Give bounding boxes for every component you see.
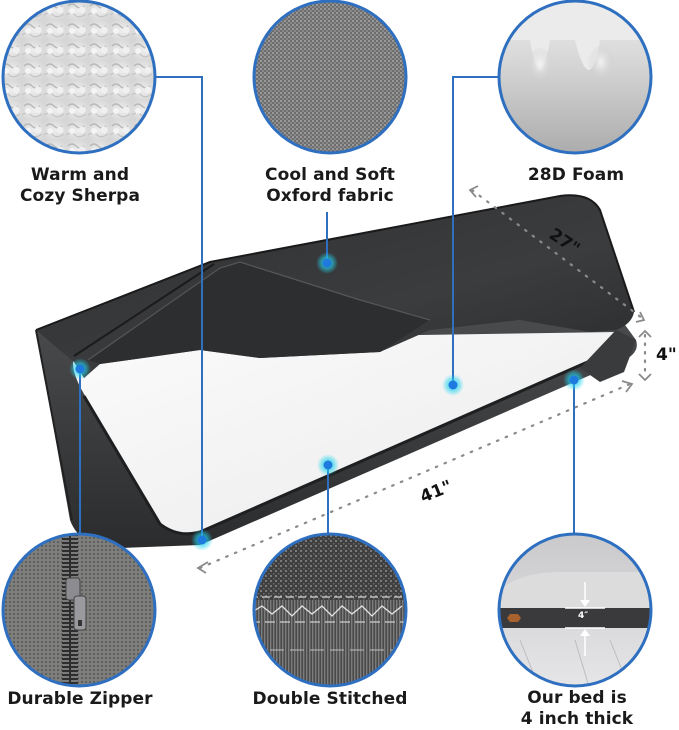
- stitched-detail-circle: [252, 532, 408, 688]
- callout-dot-sherpa: [191, 529, 213, 551]
- zipper-detail-circle: [1, 532, 157, 688]
- callout-dots: [69, 252, 585, 551]
- stitched-label-line1: Double Stitched: [252, 689, 408, 709]
- thickness-inset-label: 4″: [578, 611, 589, 621]
- thickness-label-line2: 4 inch thick: [520, 709, 634, 729]
- foam-detail-circle: [497, 0, 653, 155]
- callout-dot-foam: [442, 374, 464, 396]
- sherpa-label-line2: Cozy Sherpa: [19, 186, 141, 206]
- thickness-detail-circle: [497, 532, 653, 688]
- sherpa-label-line1: Warm and: [30, 165, 130, 185]
- sherpa-detail-circle: [1, 0, 157, 155]
- oxford-label-line2: Oxford fabric: [266, 186, 394, 206]
- callout-dot-zipper: [69, 358, 91, 380]
- callout-dot-thickness: [563, 369, 585, 391]
- callout-dot-oxford: [316, 252, 338, 274]
- foam-label: 28D Foam: [528, 165, 624, 186]
- zipper-label: Durable Zipper: [7, 689, 152, 710]
- oxford-label-line1: Cool and Soft: [265, 165, 395, 185]
- oxford-detail-circle: [252, 0, 408, 155]
- sherpa-label: Warm and Cozy Sherpa: [20, 165, 140, 207]
- callout-leader-lines: [79, 76, 575, 540]
- oxford-label: Cool and Soft Oxford fabric: [265, 165, 395, 207]
- stitched-label: Double Stitched: [252, 689, 407, 710]
- mattress-illustration: [35, 194, 637, 548]
- foam-label-line1: 28D Foam: [527, 165, 625, 185]
- callout-dot-stitched: [317, 454, 339, 476]
- thickness-label-line1: Our bed is: [527, 688, 627, 708]
- zipper-label-line1: Durable Zipper: [7, 689, 153, 709]
- thickness-label: Our bed is 4 inch thick: [521, 688, 633, 730]
- dimension-height-label: 4": [656, 345, 677, 365]
- dimension-markers: [196, 185, 652, 574]
